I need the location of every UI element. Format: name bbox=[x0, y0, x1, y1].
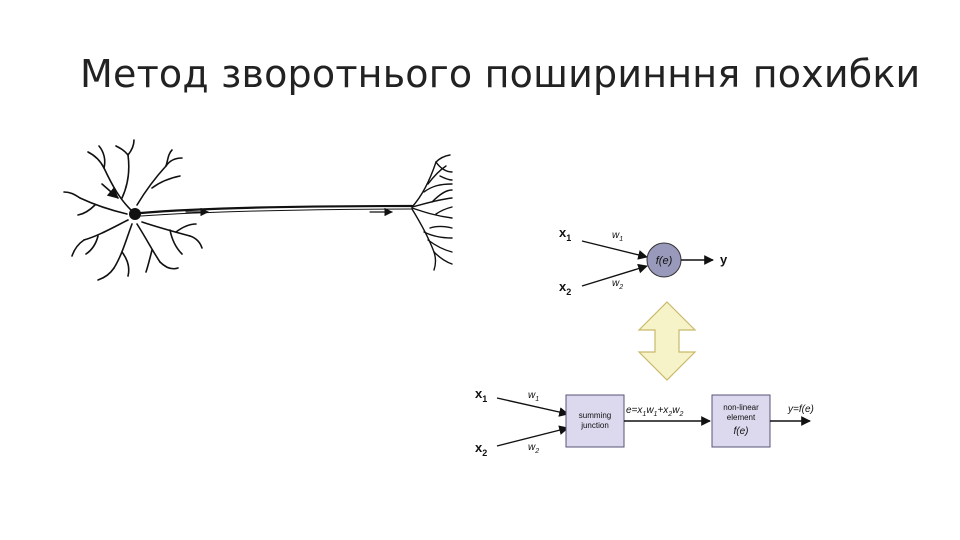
summing-label-line1: summing bbox=[579, 411, 611, 420]
neuron-node-label: f(e) bbox=[656, 255, 673, 267]
summing-label-line2: junction bbox=[580, 421, 609, 430]
weight-w2-label: w2 bbox=[612, 278, 623, 291]
input-x1-label: x1 bbox=[559, 225, 571, 243]
slide-title: Метод зворотнього поширинння похибки bbox=[80, 52, 921, 96]
block-weight-w1-label: w1 bbox=[528, 390, 539, 403]
nonlinear-label-line2: element bbox=[727, 413, 756, 422]
output-y-label: y bbox=[720, 252, 728, 267]
input-edge-1 bbox=[581, 240, 648, 260]
block-input-edge-1 bbox=[496, 397, 569, 417]
sum-equation: e=x1w1+x2w2 bbox=[626, 405, 683, 418]
double-headed-arrow-icon bbox=[637, 301, 697, 381]
input-edge-2 bbox=[581, 263, 648, 287]
block-input-edge-2 bbox=[496, 425, 569, 447]
block-input-x1-label: x1 bbox=[475, 386, 487, 404]
weight-w1-label: w1 bbox=[612, 230, 623, 243]
block-output-label: y=f(e) bbox=[787, 404, 814, 415]
nonlinear-label-line3: f(e) bbox=[734, 426, 749, 437]
block-diagram: x1 x2 w1 w2 summing junction e=x1w1+x2w2… bbox=[475, 386, 814, 458]
input-x2-label: x2 bbox=[559, 279, 571, 297]
block-weight-w2-label: w2 bbox=[528, 442, 539, 455]
single-neuron-diagram: x1 x2 w1 w2 f(e) y bbox=[559, 225, 728, 297]
nonlinear-label-line1: non-linear bbox=[723, 403, 759, 412]
neuron-icon bbox=[63, 139, 453, 281]
nonlinear-element-box bbox=[711, 394, 771, 448]
block-input-x2-label: x2 bbox=[475, 440, 487, 458]
